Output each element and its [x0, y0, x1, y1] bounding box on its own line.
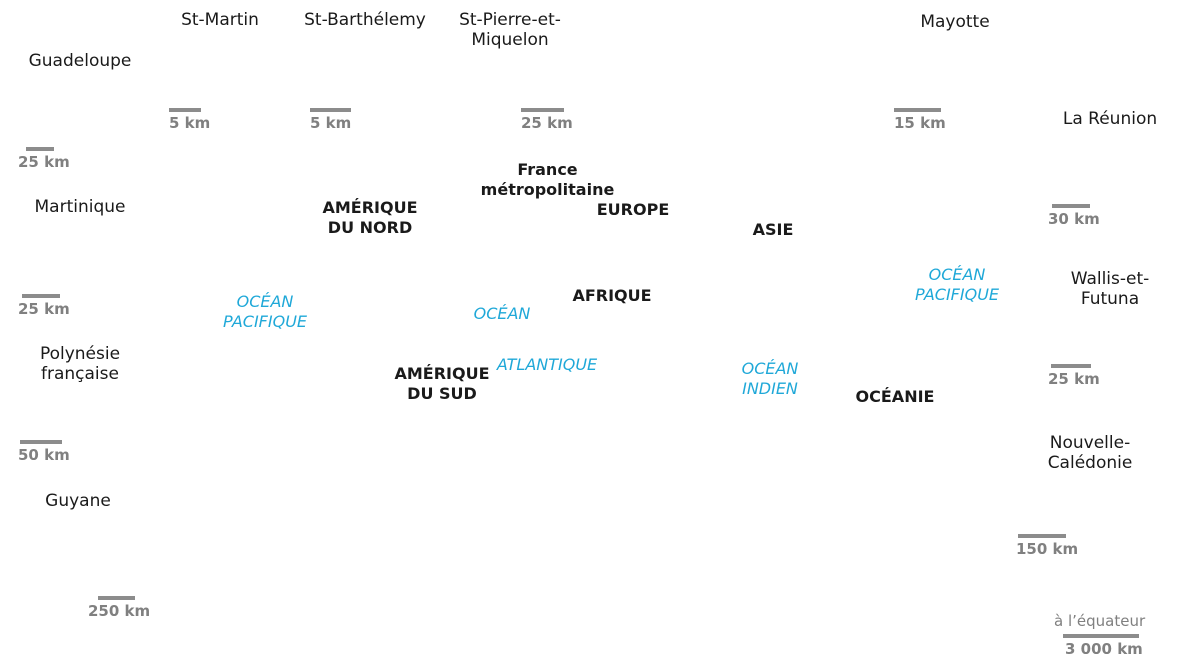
scale-bar-guadeloupe: 25 km: [18, 147, 70, 171]
scale-bar-st-martin: 5 km: [169, 108, 210, 132]
label-nouvelle-caledonie: Nouvelle-Calédonie: [1047, 433, 1133, 473]
label-la-reunion: La Réunion: [1062, 109, 1158, 129]
label-st-barthelemy: St-Barthélemy: [304, 10, 426, 30]
scale-bar-wallis: 25 km: [1048, 364, 1100, 388]
scale-bar-martinique: 25 km: [18, 294, 70, 318]
scale-bar-mayotte: 15 km: [894, 108, 946, 132]
scale-bar-guyane: 250 km: [88, 596, 150, 620]
scale-bar-st-pierre: 25 km: [521, 108, 573, 132]
scale-bar-st-barthelemy: 5 km: [310, 108, 351, 132]
label-ocean-atlantique-1: OCÉAN: [473, 304, 531, 323]
label-st-martin: St-Martin: [181, 10, 259, 30]
label-ocean-atlantique-2: ATLANTIQUE: [496, 355, 598, 374]
scale-bar-caledonie: 150 km: [1016, 534, 1078, 558]
label-oceanie: OCÉANIE: [855, 387, 935, 406]
scale-bar-polynesie: 50 km: [18, 440, 70, 464]
label-afrique: AFRIQUE: [572, 286, 652, 305]
scale-note-equator: à l’équateur: [1054, 612, 1146, 630]
scale-bar-reunion: 30 km: [1048, 204, 1100, 228]
label-st-pierre-et-miquelon: St-Pierre-et-Miquelon: [459, 10, 561, 50]
label-martinique: Martinique: [34, 197, 126, 217]
label-mayotte: Mayotte: [920, 12, 990, 32]
scale-bar-world: 3 000 km: [1063, 634, 1143, 658]
label-guyane: Guyane: [45, 491, 111, 511]
label-wallis-et-futuna: Wallis-et-Futuna: [1070, 269, 1150, 309]
label-guadeloupe: Guadeloupe: [28, 51, 132, 71]
label-europe: EUROPE: [596, 200, 670, 219]
label-asie: ASIE: [752, 220, 794, 239]
